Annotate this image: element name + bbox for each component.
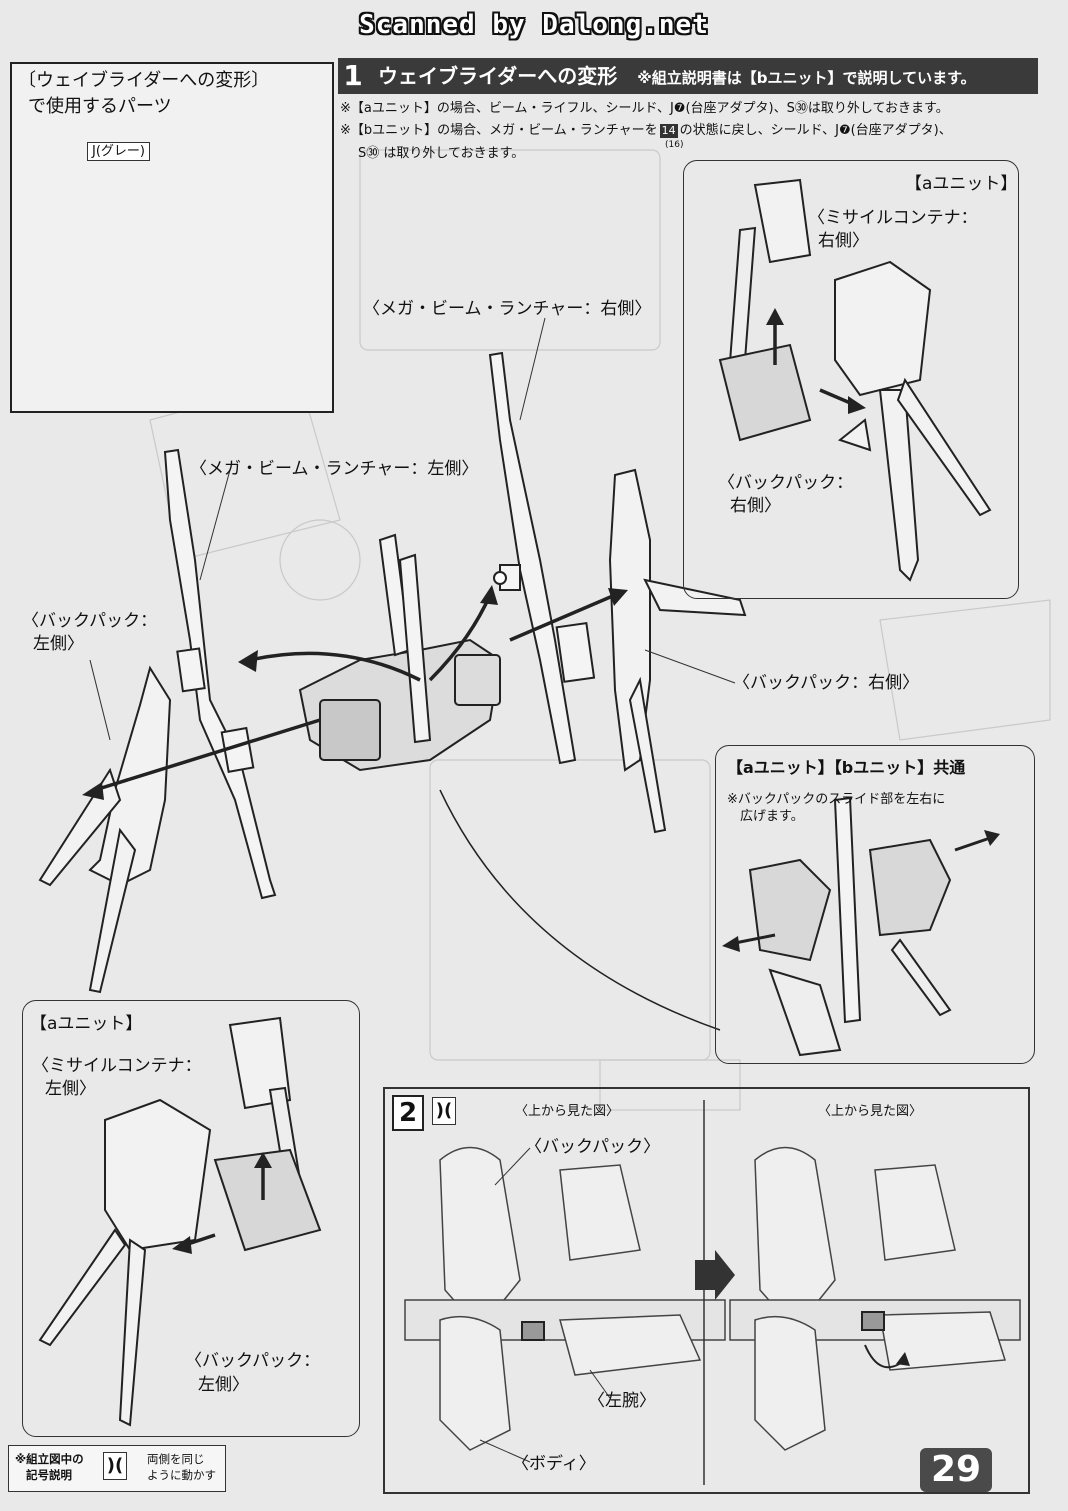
runner-label: J(グレー) <box>87 142 150 161</box>
step-2-view-left: 〈上から見た図〉 <box>515 1104 620 1119</box>
inset-common-note-1: ※バックパックのスライド部を左右に <box>727 792 946 807</box>
legend-desc-2: ように動かす <box>147 1468 216 1482</box>
step-1-number: 1 <box>338 58 368 94</box>
legend-desc-1: 両側を同じ <box>147 1452 205 1466</box>
inset-a-right-missile-1: 〈ミサイルコンテナ： <box>808 208 978 228</box>
step-1-instruction-a: ※【aユニット】の場合、ビーム・ライフル、シールド、J❼(台座アダプタ)、S㉚は… <box>340 101 949 116</box>
step-1-instruction-c: S㉚ は取り外しておきます。 <box>358 146 525 161</box>
label-backpack-right: 〈バックパック：右側〉 <box>733 673 920 693</box>
inset-a-left-missile-2: 左側〉 <box>45 1079 96 1099</box>
inset-a-unit-right <box>683 160 1019 599</box>
inset-common-title: 【aユニット】【bユニット】共通 <box>727 758 966 777</box>
label-backpack-left-1: 〈バックパック： <box>22 611 158 631</box>
parts-box <box>10 62 334 413</box>
step-1-title: ウェイブライダーへの変形 <box>378 64 618 88</box>
parts-box-subtitle: で使用するパーツ <box>28 96 172 117</box>
inset-a-right-missile-2: 右側〉 <box>818 231 869 251</box>
step-2-label-body: 〈ボディ〉 <box>512 1454 596 1474</box>
move-both-sides-icon: )( <box>432 1097 456 1125</box>
step-2-view-right: 〈上から見た図〉 <box>818 1104 923 1119</box>
inset-common <box>715 745 1035 1064</box>
label-backpack-left-2: 左側〉 <box>33 634 84 654</box>
inset-a-left-backpack-2: 左側〉 <box>198 1375 249 1395</box>
step-2-panel <box>383 1087 1030 1494</box>
label-launcher-left: 〈メガ・ビーム・ランチャー：左側〉 <box>190 459 479 479</box>
inset-common-note-2: 広げます。 <box>740 809 804 824</box>
inset-a-right-title: 【aユニット】 <box>905 174 1018 194</box>
inset-a-left-title: 【aユニット】 <box>30 1014 143 1034</box>
inset-a-left-backpack-1: 〈バックパック： <box>185 1351 321 1371</box>
inset-a-unit-left <box>22 1000 360 1437</box>
step-2-number: 2 <box>392 1095 424 1131</box>
step-ref-badge: 14 <box>659 123 678 138</box>
step-2-label-backpack: 〈バックパック〉 <box>525 1137 661 1157</box>
step-1-banner: ウェイブライダーへの変形 ※組立説明書は【bユニット】で説明しています。 <box>368 58 1038 94</box>
step-2-label-left-arm: 〈左腕〉 <box>588 1391 656 1411</box>
inset-a-left-missile-1: 〈ミサイルコンテナ： <box>32 1056 202 1076</box>
step-ref-sub: (16) <box>665 140 684 150</box>
page-number: 29 <box>920 1448 992 1492</box>
inset-a-right-backpack-1: 〈バックパック： <box>718 473 854 493</box>
label-launcher-right: 〈メガ・ビーム・ランチャー：右側〉 <box>363 299 652 319</box>
legend-move-both-sides-icon: )( <box>103 1452 127 1480</box>
legend-title-2: 記号説明 <box>26 1468 72 1482</box>
inset-a-right-backpack-2: 右側〉 <box>730 496 781 516</box>
scanner-watermark: Scanned by Dalong.net <box>359 10 709 40</box>
parts-box-title: 〔ウェイブライダーへの変形〕 <box>18 70 270 91</box>
legend-title-1: ※組立図中の <box>15 1452 84 1466</box>
step-1-note: ※組立説明書は【bユニット】で説明しています。 <box>637 69 976 87</box>
